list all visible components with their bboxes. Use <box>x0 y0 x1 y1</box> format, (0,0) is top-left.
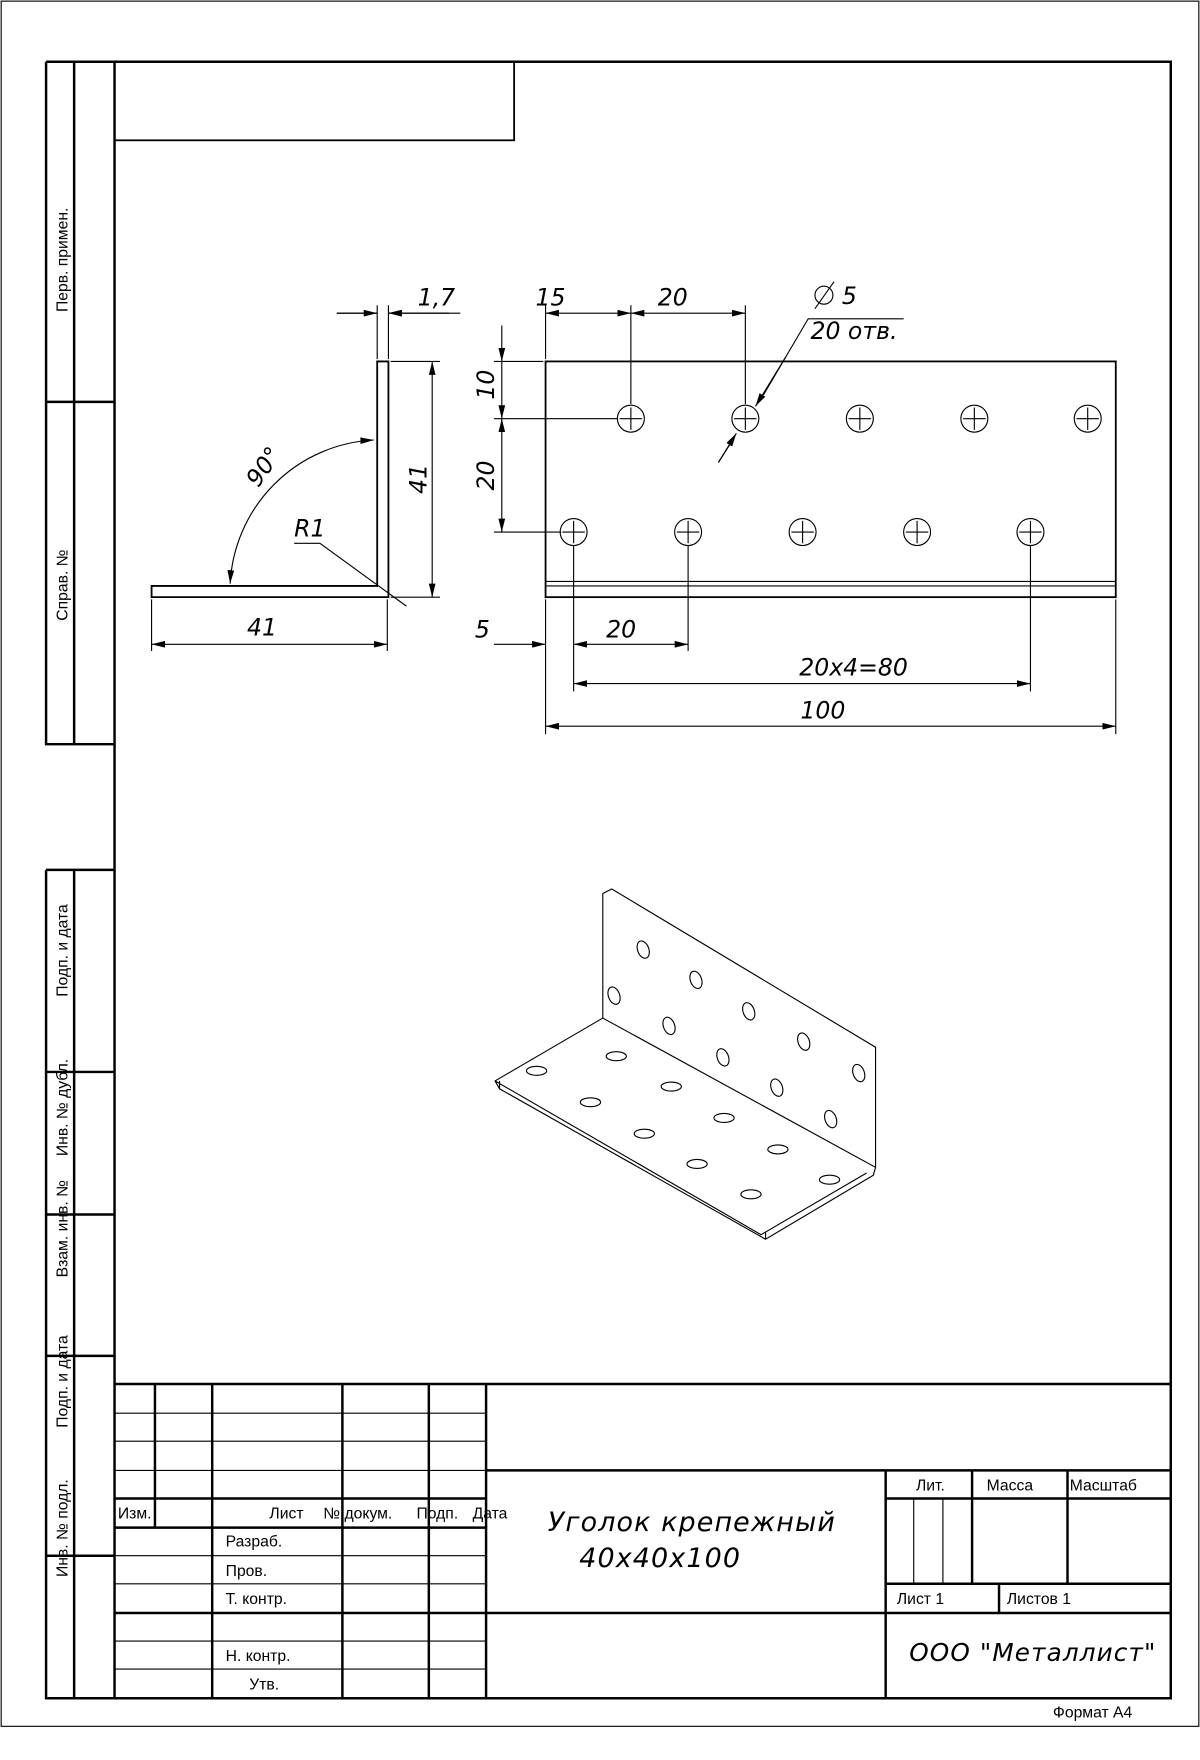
role-utv: Утв. <box>249 1676 279 1693</box>
side-stamp-strip: Перв. примен. Справ. № Подп. и дата Инв.… <box>44 60 115 1700</box>
mass-label: Масса <box>987 1478 1034 1495</box>
col-izm: Изм. <box>118 1506 152 1523</box>
stamp-podp-data-1: Подп. и дата <box>54 904 71 997</box>
dim-15: 15 <box>535 283 565 311</box>
dim-10: 10 <box>472 370 500 400</box>
lit-label: Лит. <box>916 1478 945 1495</box>
stamp-vzam-inv: Взам. инв. № <box>54 1180 71 1277</box>
dim-5: 5 <box>475 616 490 644</box>
role-razrab: Разраб. <box>226 1534 283 1551</box>
title-block: Изм. Лист № докум. Подп. Дата Разраб. Пр… <box>114 1382 1171 1721</box>
side-view: 1,7 41 90° R1 41 <box>150 283 461 652</box>
company-name: ООО "Металлист" <box>909 1638 1156 1667</box>
sheet-label: Лист 1 <box>897 1591 944 1608</box>
dim-hole-count: 20 отв. <box>810 317 897 345</box>
dim-hole-dia: 5 <box>842 282 857 310</box>
dim-thickness: 1,7 <box>418 283 455 311</box>
col-list: Лист <box>269 1506 303 1523</box>
isometric-view <box>494 888 877 1240</box>
col-dokum: № докум. <box>323 1506 392 1523</box>
dim-length: 100 <box>800 696 845 724</box>
stamp-inv-podl: Инв. № подл. <box>54 1479 71 1577</box>
front-view: 15 20 5 20 отв. 10 20 5 20 20x4=80 100 <box>472 281 1117 735</box>
dim-height: 41 <box>405 464 433 494</box>
role-nkontr: Н. контр. <box>226 1648 291 1665</box>
role-tkontr: Т. контр. <box>226 1591 287 1608</box>
scale-label: Масштаб <box>1070 1478 1137 1495</box>
stamp-podp-data-2: Подп. и дата <box>54 1335 71 1428</box>
dim-width: 41 <box>247 613 277 641</box>
col-podp: Подп. <box>416 1506 458 1523</box>
format-label: Формат А4 <box>1053 1704 1133 1721</box>
dim-20-bottom: 20 <box>606 616 636 644</box>
part-title: Уголок крепежный <box>548 1507 836 1538</box>
inner-frame <box>113 60 1172 1700</box>
dim-angle: 90° <box>240 441 287 491</box>
stamp-sprav: Справ. № <box>54 549 71 620</box>
stamp-inv-dubl: Инв. № дубл. <box>54 1059 71 1156</box>
dim-pitch: 20x4=80 <box>799 654 908 682</box>
diameter-icon <box>814 285 834 305</box>
top-left-box <box>113 60 516 142</box>
dim-20-top: 20 <box>658 283 688 311</box>
stamp-perv-primen: Перв. примен. <box>54 208 71 312</box>
dim-radius: R1 <box>294 515 325 543</box>
col-data: Дата <box>473 1506 508 1523</box>
dim-20-left: 20 <box>472 461 500 491</box>
role-prov: Пров. <box>226 1563 267 1580</box>
holes <box>559 404 1102 547</box>
part-size: 40x40x100 <box>579 1543 741 1574</box>
sheets-label: Листов 1 <box>1007 1591 1071 1608</box>
